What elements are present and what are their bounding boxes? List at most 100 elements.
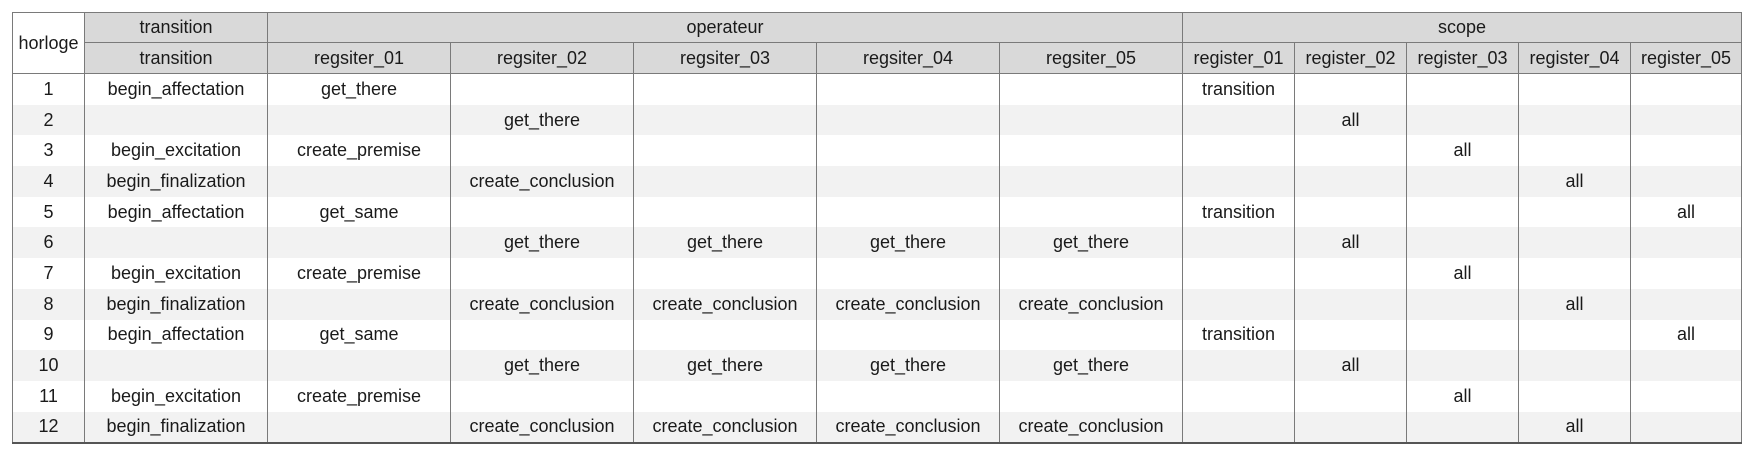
cell-operateur-regsiter-01: create_premise xyxy=(267,380,451,412)
cell-operateur-regsiter-03 xyxy=(633,104,817,136)
cell-scope-register-03 xyxy=(1406,288,1519,320)
schedule-table-container: horloge transition operateur scope trans… xyxy=(12,12,1742,445)
cell-scope-register-05: all xyxy=(1630,196,1742,228)
header-group-row: horloge transition operateur scope xyxy=(12,12,1742,74)
cell-scope-register-03 xyxy=(1406,227,1519,259)
cell-operateur-regsiter-04 xyxy=(816,104,1000,136)
cell-transition xyxy=(84,104,268,136)
cell-operateur-regsiter-03 xyxy=(633,73,817,105)
cell-operateur-regsiter-01 xyxy=(267,350,451,381)
cell-operateur-regsiter-04 xyxy=(816,166,1000,197)
cell-scope-register-03 xyxy=(1406,73,1519,105)
cell-scope-register-05 xyxy=(1630,411,1742,445)
cell-transition: begin_excitation xyxy=(84,135,268,167)
cell-operateur-regsiter-01 xyxy=(267,166,451,197)
cell-scope-register-03 xyxy=(1406,166,1519,197)
cell-scope-register-04 xyxy=(1518,135,1631,167)
schedule-table: horloge transition operateur scope trans… xyxy=(12,12,1742,445)
cell-scope-register-02 xyxy=(1294,135,1407,167)
cell-transition: begin_affectation xyxy=(84,73,268,105)
cell-scope-register-02: all xyxy=(1294,350,1407,381)
cell-horloge: 1 xyxy=(12,73,85,105)
cell-scope-register-05: all xyxy=(1630,319,1742,351)
cell-operateur-regsiter-04 xyxy=(816,135,1000,167)
cell-horloge: 5 xyxy=(12,196,85,228)
cell-operateur-regsiter-02 xyxy=(450,196,634,228)
cell-transition: begin_finalization xyxy=(84,411,268,445)
cell-operateur-regsiter-04: get_there xyxy=(816,350,1000,381)
cell-operateur-regsiter-04 xyxy=(816,380,1000,412)
header-group-transition: transition xyxy=(84,12,268,43)
cell-operateur-regsiter-04 xyxy=(816,196,1000,228)
cell-operateur-regsiter-03 xyxy=(633,380,817,412)
cell-scope-register-01 xyxy=(1182,258,1295,289)
header-col-scope-register-04: register_04 xyxy=(1518,42,1631,74)
cell-scope-register-04 xyxy=(1518,380,1631,412)
header-horloge: horloge xyxy=(12,12,85,74)
cell-scope-register-03 xyxy=(1406,350,1519,381)
cell-operateur-regsiter-02: get_there xyxy=(450,227,634,259)
cell-operateur-regsiter-05: create_conclusion xyxy=(999,411,1183,445)
cell-scope-register-03 xyxy=(1406,104,1519,136)
cell-transition xyxy=(84,350,268,381)
cell-transition: begin_finalization xyxy=(84,288,268,320)
cell-operateur-regsiter-01: create_premise xyxy=(267,135,451,167)
cell-operateur-regsiter-02 xyxy=(450,73,634,105)
cell-scope-register-01 xyxy=(1182,104,1295,136)
cell-operateur-regsiter-01 xyxy=(267,288,451,320)
header-col-operateur-regsiter-05: regsiter_05 xyxy=(999,42,1183,74)
cell-operateur-regsiter-04 xyxy=(816,258,1000,289)
cell-scope-register-02 xyxy=(1294,166,1407,197)
cell-operateur-regsiter-02: get_there xyxy=(450,350,634,381)
cell-scope-register-01 xyxy=(1182,227,1295,259)
cell-scope-register-01: transition xyxy=(1182,196,1295,228)
cell-transition: begin_affectation xyxy=(84,319,268,351)
header-column-row: transition regsiter_01 regsiter_02 regsi… xyxy=(13,42,1742,74)
cell-operateur-regsiter-01 xyxy=(267,104,451,136)
cell-operateur-regsiter-03 xyxy=(633,135,817,167)
header-col-operateur-regsiter-03: regsiter_03 xyxy=(633,42,817,74)
cell-scope-register-02 xyxy=(1294,196,1407,228)
cell-operateur-regsiter-02: create_conclusion xyxy=(450,411,634,445)
cell-transition: begin_excitation xyxy=(84,380,268,412)
cell-operateur-regsiter-03: get_there xyxy=(633,350,817,381)
cell-operateur-regsiter-05 xyxy=(999,380,1183,412)
cell-horloge: 2 xyxy=(12,104,85,136)
cell-transition: begin_affectation xyxy=(84,196,268,228)
cell-scope-register-03: all xyxy=(1406,258,1519,289)
cell-operateur-regsiter-03 xyxy=(633,319,817,351)
cell-scope-register-01 xyxy=(1182,288,1295,320)
cell-horloge: 11 xyxy=(12,380,85,412)
cell-horloge: 3 xyxy=(12,135,85,167)
cell-scope-register-01 xyxy=(1182,350,1295,381)
cell-transition: begin_finalization xyxy=(84,166,268,197)
cell-scope-register-03: all xyxy=(1406,135,1519,167)
cell-operateur-regsiter-05: get_there xyxy=(999,227,1183,259)
cell-scope-register-05 xyxy=(1630,73,1742,105)
cell-operateur-regsiter-01: get_same xyxy=(267,196,451,228)
cell-scope-register-02: all xyxy=(1294,104,1407,136)
cell-operateur-regsiter-02 xyxy=(450,319,634,351)
cell-horloge: 8 xyxy=(12,288,85,320)
cell-operateur-regsiter-04 xyxy=(816,319,1000,351)
header-col-scope-register-03: register_03 xyxy=(1406,42,1519,74)
cell-operateur-regsiter-01: get_same xyxy=(267,319,451,351)
cell-scope-register-01: transition xyxy=(1182,73,1295,105)
cell-operateur-regsiter-03 xyxy=(633,166,817,197)
cell-scope-register-01 xyxy=(1182,380,1295,412)
cell-scope-register-04: all xyxy=(1518,166,1631,197)
cell-operateur-regsiter-04: create_conclusion xyxy=(816,411,1000,445)
header-col-scope-register-05: register_05 xyxy=(1630,42,1742,74)
header-group-scope: scope xyxy=(1182,12,1742,43)
cell-scope-register-05 xyxy=(1630,135,1742,167)
cell-operateur-regsiter-04: get_there xyxy=(816,227,1000,259)
cell-operateur-regsiter-05 xyxy=(999,135,1183,167)
cell-operateur-regsiter-03: create_conclusion xyxy=(633,288,817,320)
